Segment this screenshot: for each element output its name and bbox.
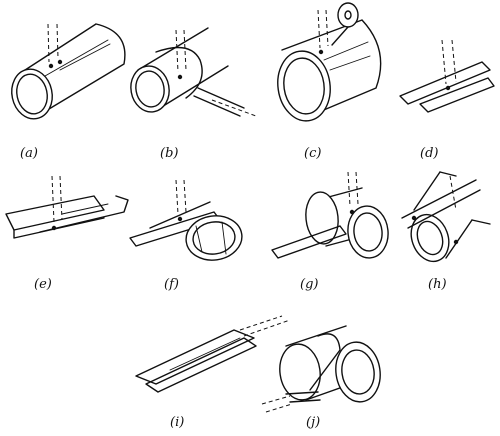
- panel-c-pipe-reel: [277, 2, 382, 122]
- panel-a-pipe-seam: [11, 23, 126, 120]
- label-d: (d): [420, 146, 438, 161]
- label-i: (i): [170, 415, 184, 430]
- label-h: (h): [428, 277, 447, 292]
- label-c: (c): [304, 146, 321, 161]
- panel-g-pipe-bar: [271, 171, 389, 259]
- panel-b-pipe-ring: [130, 27, 257, 117]
- label-j: (j): [306, 415, 320, 430]
- label-e: (e): [34, 277, 52, 292]
- panel-h-split-pipe: [401, 171, 491, 263]
- panel-d-strip-lap: [399, 39, 495, 113]
- label-f: (f): [164, 277, 179, 292]
- label-g: (g): [300, 277, 318, 292]
- label-a: (a): [20, 146, 38, 161]
- panel-e-plate-angle: [5, 175, 129, 239]
- panel-j-pipe-ring: [261, 325, 381, 413]
- panel-f-plate-ring: [129, 179, 243, 261]
- panel-i-plate-lap: [135, 315, 291, 393]
- label-b: (b): [160, 146, 178, 161]
